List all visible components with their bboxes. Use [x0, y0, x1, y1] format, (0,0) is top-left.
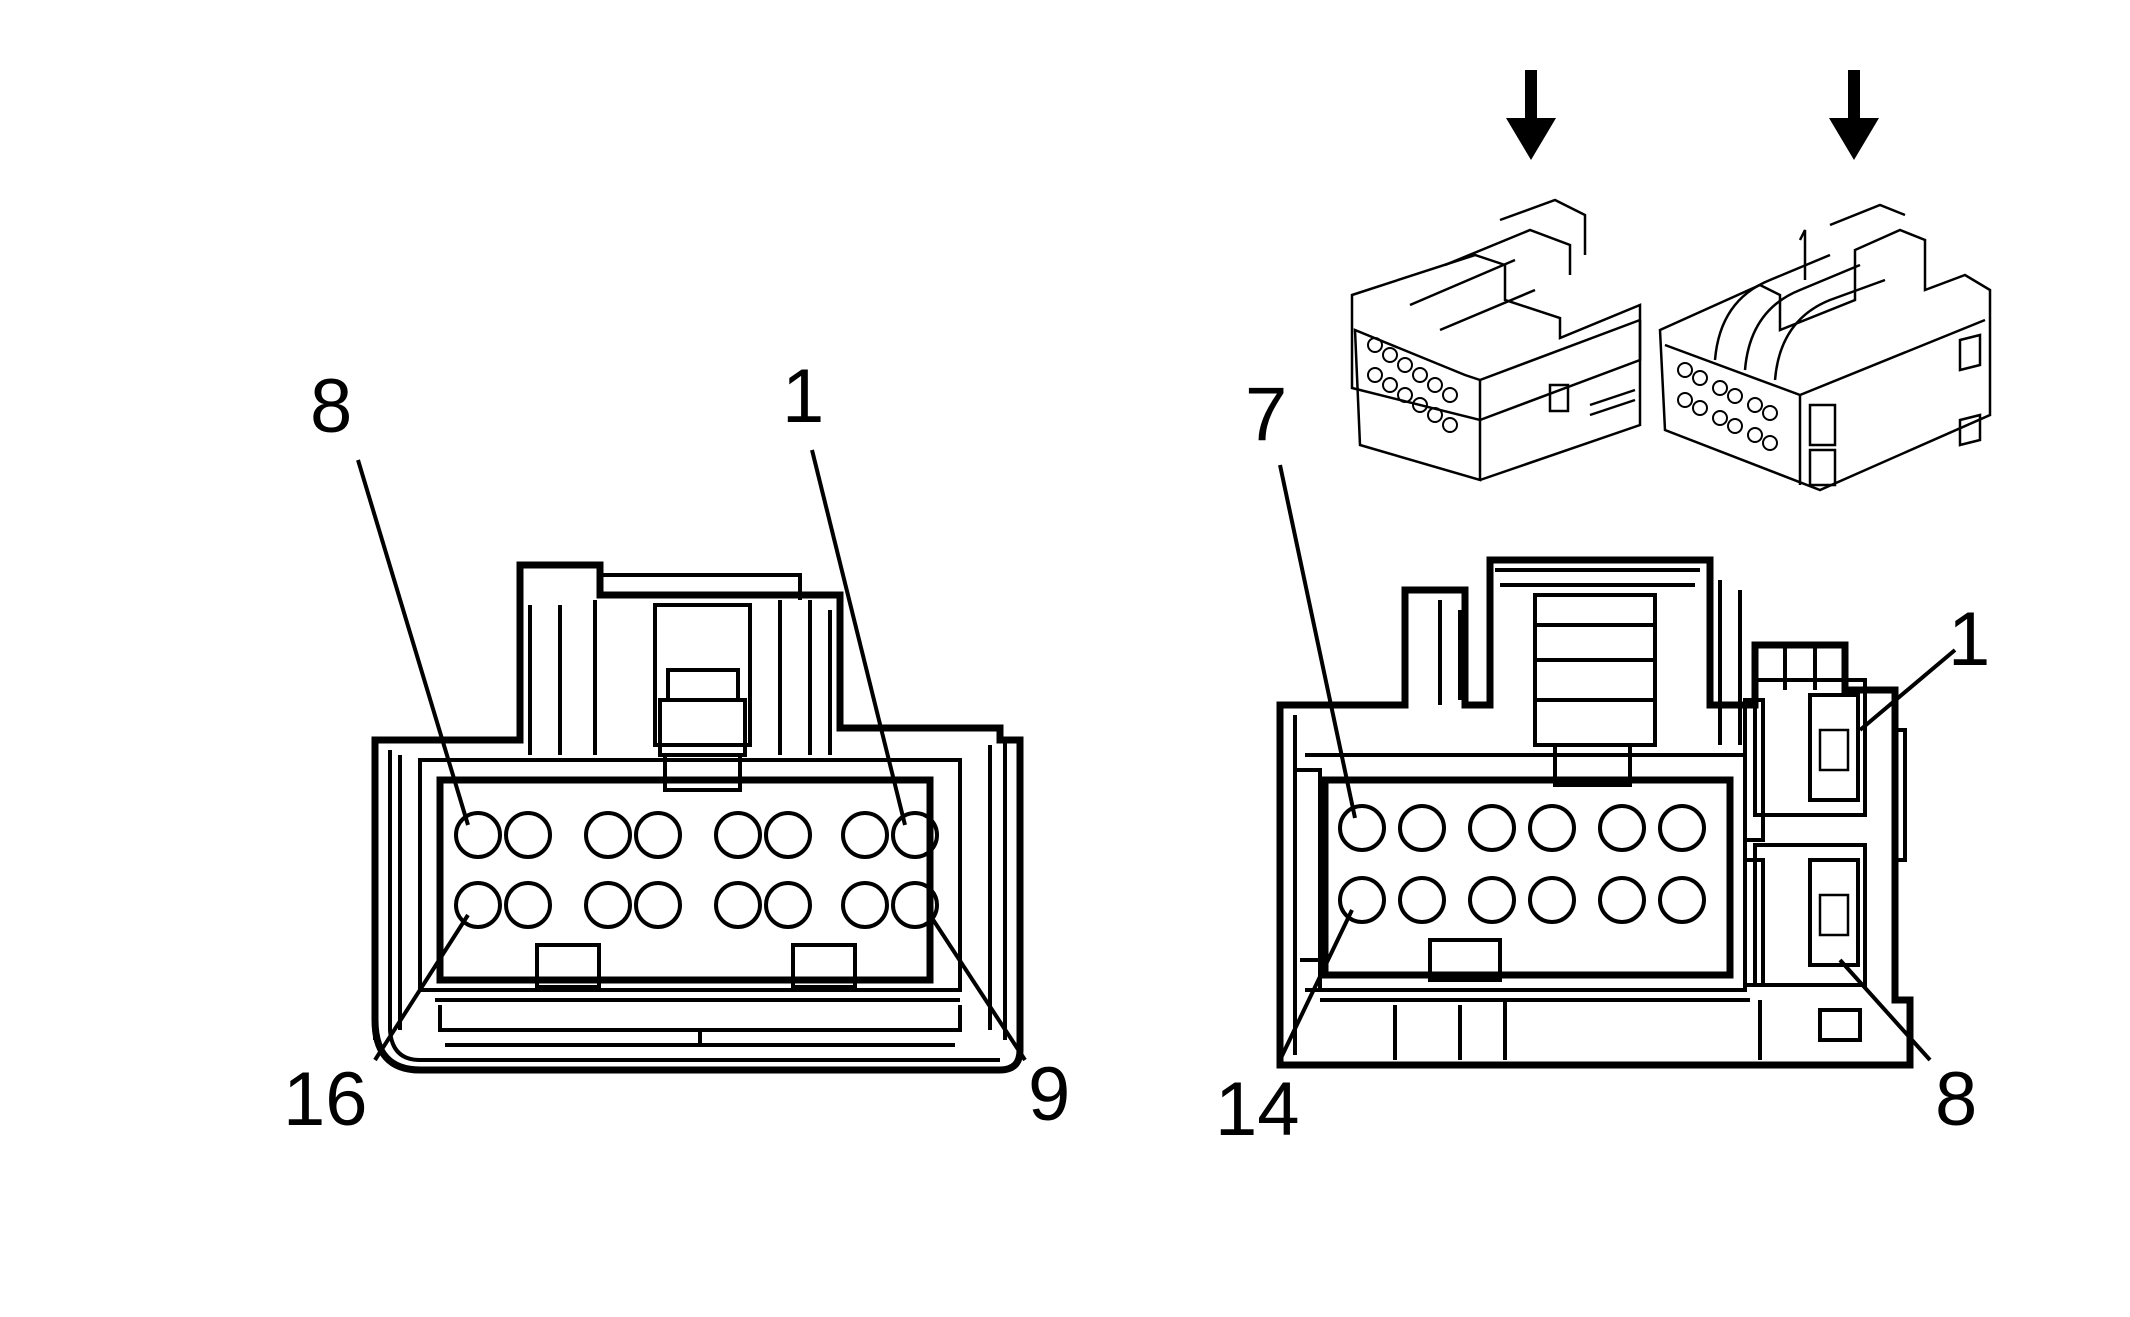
left-pin-row-top [454, 811, 939, 859]
right-latch [1533, 593, 1657, 787]
left-pin-row-bottom [454, 881, 939, 929]
right-pin-face [1321, 776, 1734, 979]
left-key-1 [535, 943, 601, 989]
left-callout-pin-9: 9 [1028, 1052, 1070, 1137]
left-connector: 8 1 16 9 [283, 354, 1070, 1142]
right-connector: 7 14 1 8 [1215, 372, 1990, 1152]
right-callout-pin-1: 1 [1948, 597, 1990, 682]
left-connector-body [371, 561, 1024, 1074]
arrow-down-icon [1829, 70, 1879, 160]
left-callout-pin-8: 8 [310, 364, 352, 449]
right-callout-pin-7: 7 [1245, 372, 1287, 457]
right-pin-row-bottom [1338, 876, 1706, 924]
inset-views [1350, 70, 1992, 492]
right-pin-row-top [1338, 804, 1706, 852]
left-callout-pin-1: 1 [782, 354, 824, 439]
left-callout-pin-16: 16 [283, 1057, 368, 1142]
inset-connector-14-pin [1658, 203, 1992, 492]
right-key [1428, 938, 1502, 982]
arrow-down-icon [1506, 70, 1556, 160]
right-side-module [1753, 645, 1907, 1042]
right-callout-pin-8: 8 [1935, 1057, 1977, 1142]
left-latch [653, 603, 752, 792]
right-callout-pin-14: 14 [1215, 1067, 1300, 1152]
left-key-2 [791, 943, 857, 989]
inset-connector-16-pin [1350, 198, 1642, 482]
left-pin-face [436, 776, 934, 984]
